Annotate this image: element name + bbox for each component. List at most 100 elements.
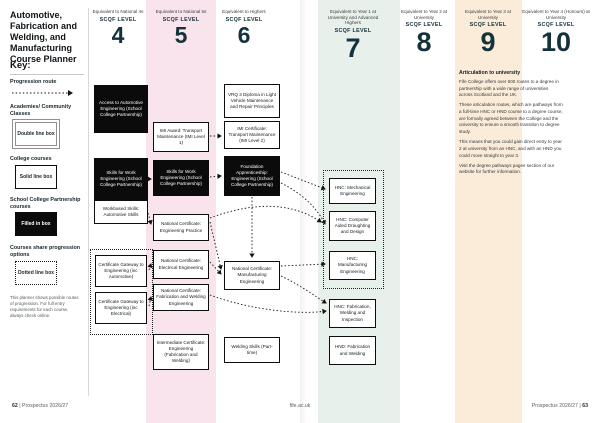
course-label: Certificate Gateway to Engineering (inc … [98, 298, 144, 317]
course-label: National Certificate: Fabrication and We… [156, 288, 206, 306]
scqf-number: 7 [345, 33, 361, 64]
progression-arrow [280, 171, 326, 191]
scqf-label: SCQF LEVEL [99, 16, 137, 23]
page-number-right: 63 [582, 403, 588, 409]
course-box: Intermediate Certificate: Engineering (F… [153, 334, 209, 370]
scqf-label: SCQF LEVEL [537, 22, 575, 29]
articulation-paragraph: Fife College offers over 600 routes to a… [459, 79, 559, 98]
scqf-label: SCQF LEVEL [225, 16, 263, 23]
course-box: Skills for Work Engineering (School Coll… [153, 160, 209, 196]
course-label: HND: Fabrication and Welding [334, 344, 371, 356]
equivalent-label: Equivalent to National 4s [92, 9, 144, 14]
footer-website: fife.ac.uk [289, 403, 311, 409]
key-divider [10, 74, 84, 75]
course-box: VRQ 3 Diploma in Light Vehicle Maintenan… [224, 84, 280, 118]
scqf-number: 4 [111, 21, 125, 48]
articulation-heading: Articulation to university [459, 70, 521, 76]
course-box: IMI Certificate: Transport Maintenance (… [224, 121, 280, 149]
header-scqf-10: Equivalent to Year 4 (Honours) at Univer… [522, 9, 590, 56]
key-solid-line-box: Solid line box [15, 165, 57, 189]
course-box: National Certificate: Engineering Practi… [153, 214, 209, 241]
course-label: HNC: Manufacturing Engineering [337, 256, 368, 274]
progression-arrow [147, 263, 153, 271]
articulation-panel: Articulation to university Fife College … [459, 70, 563, 180]
footer-separator: | [19, 403, 21, 409]
course-label: Welding Skills (Part-time) [231, 343, 273, 355]
course-label: National Certificate: Manufacturing Engi… [231, 266, 273, 284]
sidebar-divider [88, 8, 89, 396]
progression-arrow [147, 296, 153, 307]
scqf-number: 5 [174, 21, 188, 48]
equivalent-label: Equivalent to Year 1 at University and A… [327, 9, 379, 26]
progression-route-arrow-icon [12, 90, 73, 96]
course-box: Certificate Gateway to Engineering (inc … [95, 292, 147, 324]
course-label: IMI Certificate: Transport Maintenance (… [228, 125, 276, 144]
footer-prospectus-left: Prospectus 2026/27 [22, 403, 69, 409]
course-box: HNC: Manufacturing Engineering [329, 251, 376, 280]
progression-arrow [209, 294, 327, 315]
scqf-number: 10 [540, 27, 572, 58]
course-box: Skills for Work Engineering (School Coll… [94, 158, 148, 200]
course-label: National Certificate: Electrical Enginee… [158, 258, 204, 270]
key-dotted-line-box: Dotted line box [15, 261, 57, 285]
footer-prospectus-right: Prospectus 2026/27 [531, 403, 578, 409]
key-filled-box: Filled in box [15, 212, 57, 236]
footer-separator: | [579, 403, 581, 409]
course-label: National Certificate: Engineering Practi… [159, 221, 203, 233]
course-box: Welding Skills (Part-time) [224, 337, 280, 363]
course-label: Workbased Skills: Automotive Skills [102, 205, 140, 217]
scqf-label: SCQF LEVEL [162, 16, 200, 23]
progression-arrow [209, 261, 222, 275]
header-scqf-5: Equivalent to National 5s SCQF LEVEL 5 [150, 9, 212, 47]
course-label: Access to Automotive Engineering (School… [99, 99, 143, 118]
articulation-paragraph: Visit the degree pathways pages section … [459, 162, 555, 175]
progression-arrow [280, 182, 326, 225]
header-scqf-6: Equivalent to Highers SCQF LEVEL 6 [212, 9, 276, 47]
course-label: Skills for Work Engineering (School Coll… [100, 169, 142, 188]
course-label: HNC: Computer Aided Draughting and Desig… [334, 216, 371, 235]
scqf-label: SCQF LEVEL [469, 22, 507, 29]
course-box: National Certificate: Electrical Enginee… [153, 250, 209, 279]
shared-progression-group [323, 170, 384, 289]
progression-arrow [147, 212, 153, 225]
course-label: HNC: Fabrication, Welding and Inspection [334, 304, 371, 322]
progression-arrow [209, 173, 222, 180]
key-shared-progression-label: Courses share progression options [10, 245, 81, 259]
header-scqf-8: Equivalent to Year 2 at University SCQF … [394, 9, 454, 56]
equivalent-label: Equivalent to Year 4 (Honours) at Univer… [522, 9, 590, 20]
course-box: Workbased Skills: Automotive Skills [94, 200, 148, 224]
scqf-label: SCQF LEVEL [334, 28, 372, 35]
course-box: Foundation Apprenticeship: Engineering (… [224, 156, 280, 196]
key-partnership-label: School College Partnership courses [10, 197, 81, 211]
key-progression-label: Progression route [10, 79, 57, 85]
course-box: HNC: Computer Aided Draughting and Desig… [329, 211, 376, 241]
scqf-label: SCQF LEVEL [405, 22, 443, 29]
course-label: Certificate Gateway to Engineering (inc … [98, 261, 144, 280]
articulation-paragraph: These articulation routes, which are pat… [459, 102, 563, 135]
course-box: National Certificate: Manufacturing Engi… [224, 261, 280, 290]
course-box: Certificate Gateway to Engineering (inc … [95, 255, 147, 287]
page-title: Automotive, Fabrication and Welding, and… [10, 10, 78, 64]
course-label: VRQ 3 Diploma in Light Vehicle Maintenan… [227, 91, 276, 110]
course-label: Foundation Apprenticeship: Engineering (… [231, 163, 273, 188]
footer-right: Prospectus 2026/27 | 63 [532, 403, 588, 409]
key-note: This planner shows possible routes of pr… [10, 295, 79, 319]
course-label: IMI Award: Transport Maintenance (IMI Le… [157, 127, 205, 146]
header-scqf-7: Equivalent to Year 1 at University and A… [322, 9, 384, 62]
progression-arrow [209, 221, 223, 270]
equivalent-label: Equivalent to Highers [222, 9, 266, 14]
course-box: HNC: Mechanical Engineering [329, 178, 376, 204]
key-college-label: College courses [10, 156, 52, 162]
page-number-left: 62 [12, 403, 18, 409]
progression-arrow [280, 275, 327, 304]
progression-arrow [209, 205, 322, 223]
progression-arrow [280, 261, 326, 267]
page-fold [300, 0, 307, 423]
scqf9-color-band [455, 0, 522, 423]
course-label: HNC: Mechanical Engineering [334, 184, 371, 196]
equivalent-label: Equivalent to National 5s [155, 9, 207, 14]
scqf-number: 9 [480, 27, 496, 58]
course-label: Skills for Work Engineering (School Coll… [160, 168, 202, 187]
